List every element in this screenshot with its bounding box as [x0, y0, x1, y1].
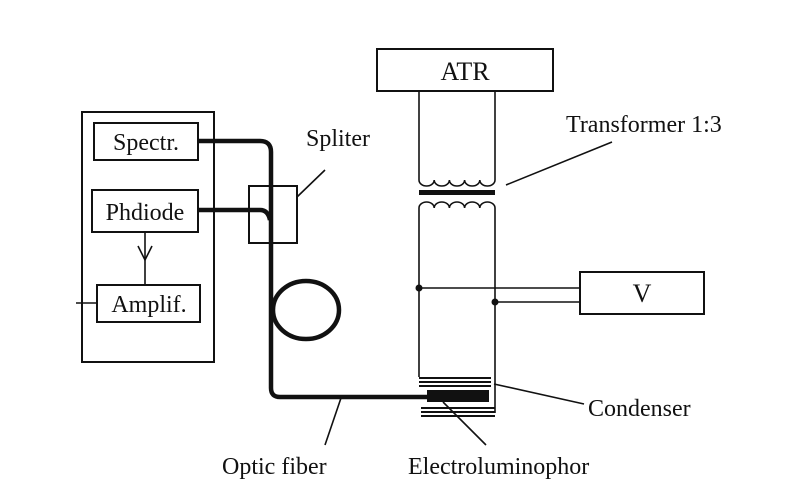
electroluminophor-layer [427, 390, 489, 402]
primary-coil [418, 179, 496, 187]
fiber-coil [270, 278, 342, 342]
spectrometer-box [93, 122, 199, 161]
electroluminophor-label: Electroluminophor [408, 454, 589, 480]
transformer-leader-line [505, 141, 613, 186]
splitter-label: Spliter [306, 126, 370, 152]
voltmeter-label: V [633, 279, 652, 308]
photodiode-block: Phdiode [91, 189, 199, 233]
photodiode-to-amplifier-arrow [137, 232, 153, 284]
optic-fiber-main [198, 138, 428, 400]
condenser-leader-line [493, 383, 585, 405]
voltmeter-block: V [579, 271, 705, 315]
amplifier-block: Amplif. [76, 284, 201, 323]
optic-fiber-branch [198, 207, 273, 221]
secondary-coil [418, 201, 496, 209]
transformer [418, 91, 496, 413]
transformer-core [419, 190, 495, 195]
optic-fiber-leader-line [324, 397, 342, 446]
electroluminophor-leader-line [442, 401, 487, 446]
voltmeter-wiring [415, 284, 580, 306]
atr-block: ATR [376, 48, 554, 92]
condenser-label: Condenser [588, 396, 691, 422]
spectrometer-label: Spectr. [113, 130, 179, 156]
amplifier-label: Amplif. [111, 292, 186, 318]
atr-label: ATR [440, 57, 490, 86]
photodiode-label: Phdiode [106, 200, 185, 226]
voltmeter-box [579, 271, 705, 315]
atr-box [376, 48, 554, 92]
optic-fiber-label: Optic fiber [222, 454, 327, 480]
spectrometer-block: Spectr. [93, 122, 199, 161]
transformer-label: Transformer 1:3 [566, 112, 722, 138]
splitter-leader-line [296, 169, 326, 198]
